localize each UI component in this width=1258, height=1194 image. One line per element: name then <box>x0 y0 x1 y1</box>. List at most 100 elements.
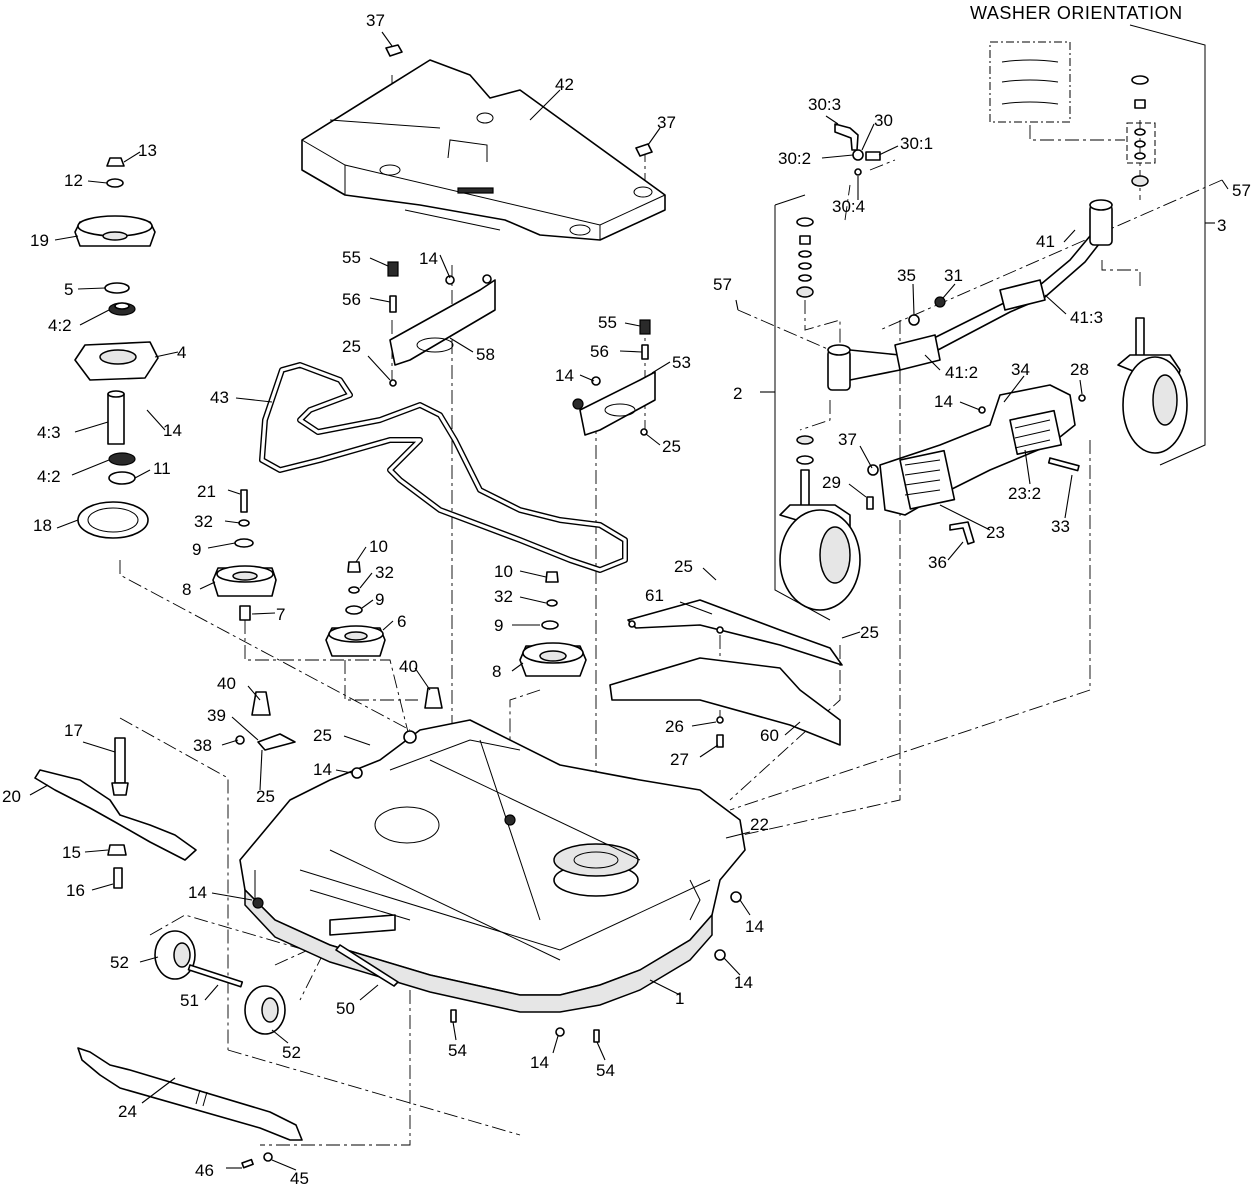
callout-label: 6 <box>397 612 406 631</box>
baffle-60 <box>609 657 841 748</box>
drive-belt <box>259 362 628 573</box>
callout-label: 12 <box>64 171 83 190</box>
callout-label: 31 <box>944 266 963 285</box>
callout-label: 55 <box>598 313 617 332</box>
callout-label: 14 <box>419 249 438 268</box>
callout-label: 25 <box>662 437 681 456</box>
callout-label: 14 <box>530 1053 549 1072</box>
callout-label: 25 <box>674 557 693 576</box>
callout-label: 41 <box>1036 232 1055 251</box>
callout-label: 7 <box>276 605 285 624</box>
callout-label: 45 <box>290 1169 309 1188</box>
knob-37-left <box>385 44 403 57</box>
callout-label: 37 <box>838 430 857 449</box>
caster-assembly <box>779 75 1188 611</box>
callout-label: 29 <box>822 473 841 492</box>
callout-label: 55 <box>342 248 361 267</box>
callout-label: 11 <box>153 459 171 478</box>
callout-label: 14 <box>163 421 182 440</box>
callout-label: 56 <box>590 342 609 361</box>
idler-stack-right <box>519 571 587 677</box>
callout-label: 52 <box>110 953 129 972</box>
callout-label: 15 <box>62 843 81 862</box>
callout-label: 4:2 <box>37 467 61 486</box>
callout-label: 14 <box>555 366 574 385</box>
callout-label: 39 <box>207 706 226 725</box>
callout-label: 23:2 <box>1008 484 1041 503</box>
callout-label: 22 <box>750 815 769 834</box>
callout-label: 14 <box>188 883 207 902</box>
callout-label: 34 <box>1011 360 1030 379</box>
leader-lines <box>29 31 1229 1171</box>
callout-label: 9 <box>494 616 503 635</box>
callout-label: 10 <box>369 537 388 556</box>
callout-label: 35 <box>897 266 916 285</box>
callout-label: 18 <box>33 516 52 535</box>
deflector-caps <box>235 687 443 751</box>
callout-label: 2 <box>733 384 742 403</box>
callout-label: 5 <box>64 280 73 299</box>
blade-assembly <box>34 737 197 889</box>
callout-label: 25 <box>860 623 879 642</box>
callout-label: 46 <box>195 1161 214 1180</box>
callout-label: 14 <box>745 917 764 936</box>
callout-label: 28 <box>1070 360 1089 379</box>
callout-label: 56 <box>342 290 361 309</box>
callout-label: 43 <box>210 388 229 407</box>
bracket-58 <box>389 274 496 366</box>
callout-label: 50 <box>336 999 355 1018</box>
callout-label: 9 <box>192 540 201 559</box>
callout-label: 58 <box>476 345 495 364</box>
callout-label: 30:3 <box>808 95 841 114</box>
callout-label: 38 <box>193 736 212 755</box>
callout-label: 14 <box>934 392 953 411</box>
callout-label: 13 <box>138 141 157 160</box>
callout-label: 42 <box>555 75 574 94</box>
callout-label: 61 <box>645 586 664 605</box>
belt-cover <box>301 59 666 241</box>
callout-label: 4:3 <box>37 423 61 442</box>
callout-label: 25 <box>256 787 275 806</box>
springs-and-bolts <box>387 261 651 436</box>
callout-label: 32 <box>494 587 513 606</box>
callout-label: 16 <box>66 881 85 900</box>
callout-label: 30:4 <box>832 197 865 216</box>
callout-label: 57 <box>1232 181 1251 200</box>
callout-label: 33 <box>1051 517 1070 536</box>
callout-label: 4:2 <box>48 316 72 335</box>
callout-label: 30 <box>874 111 893 130</box>
callout-label: 40 <box>217 674 236 693</box>
callout-label: 8 <box>182 580 191 599</box>
left-spindle-stack <box>74 157 159 539</box>
callout-label: 27 <box>670 750 689 769</box>
knob-37-right <box>635 143 653 157</box>
callout-label: 32 <box>375 563 394 582</box>
callout-label: 36 <box>928 553 947 572</box>
callout-label: 25 <box>313 726 332 745</box>
callout-label: 23 <box>986 523 1005 542</box>
mower-deck <box>239 719 746 1043</box>
callout-label: 30:2 <box>778 149 811 168</box>
callout-label: 32 <box>194 512 213 531</box>
anti-scalp-rollers <box>154 930 286 1035</box>
bracket-53 <box>572 371 656 436</box>
callout-label: 24 <box>118 1102 137 1121</box>
callout-label: 26 <box>665 717 684 736</box>
callout-label: 37 <box>366 11 385 30</box>
idler-stack-middle <box>325 561 386 657</box>
idler-stack-left <box>212 489 277 621</box>
baffle-61 <box>627 599 843 666</box>
washer-orientation-inset <box>989 41 1156 164</box>
callout-label: 14 <box>313 760 332 779</box>
callout-label: 52 <box>282 1043 301 1062</box>
group-brackets <box>774 24 1206 621</box>
callout-label: 53 <box>672 353 691 372</box>
callout-label: 21 <box>197 482 216 501</box>
callout-label: 25 <box>342 337 361 356</box>
callout-label: 10 <box>494 562 513 581</box>
callout-label: 14 <box>734 973 753 992</box>
callout-label: 8 <box>492 662 501 681</box>
washer-orientation-heading: WASHER ORIENTATION <box>970 3 1183 23</box>
